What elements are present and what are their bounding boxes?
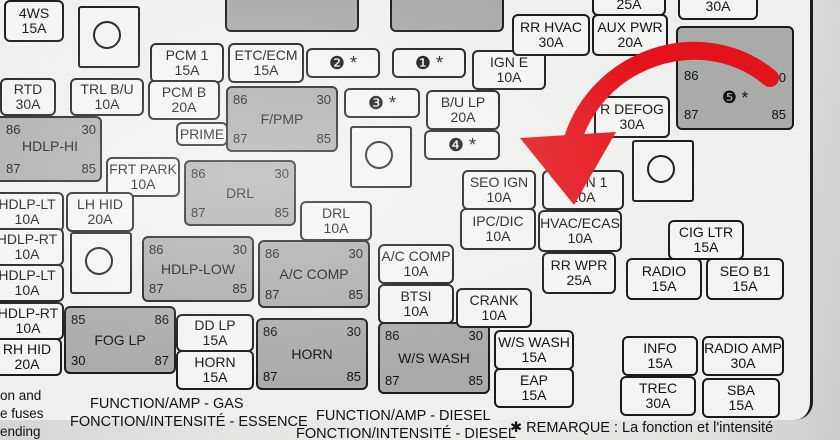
footer-diesel-line1: FUNCTION/AMP - DIESEL <box>316 408 491 424</box>
footer-gas-line1: FUNCTION/AMP - GAS <box>90 396 244 412</box>
relay-hdlp-low: 86 30 HDLP-LOW 87 85 <box>142 236 254 302</box>
top-relay-block-right <box>390 0 504 32</box>
fuse-prime: PRIME <box>176 122 228 146</box>
relay-ws-wash: 86 30 W/S WASH 87 85 <box>378 322 490 394</box>
relay-horn: 86 30 HORN 87 85 <box>256 318 368 390</box>
fuse-3: ❸ * <box>344 88 420 118</box>
fuse-top-30a: 30A <box>678 0 758 20</box>
relay-hdlp-hi: 86 30 87 85 <box>0 116 102 182</box>
footer-gas-line2: FONCTION/INTENSITÉ - ESSENCE <box>70 414 308 430</box>
mounting-hole <box>70 232 132 294</box>
relay-fog-lp: 85 86 FOG LP 30 87 <box>64 306 176 374</box>
fuse-4: ❹ * <box>424 130 500 160</box>
fuse-hdlp-hi-label: HDLP-HI <box>21 137 78 154</box>
footer-left-3: ending <box>0 424 41 439</box>
fuse-2: ❷ * <box>306 48 380 78</box>
footer-left-1: on and <box>0 388 42 403</box>
fuse-top-25a: 25A <box>592 0 666 16</box>
mounting-hole <box>350 126 412 188</box>
footer-diesel-line2: FONCTION/INTENSITÉ - DIESEL <box>296 426 516 440</box>
relay-5: 86 30 ❺ * 87 85 <box>676 26 794 130</box>
mounting-hole <box>632 140 694 202</box>
relay-fpmp: 86 30 F/PMP 87 85 <box>226 86 338 152</box>
relay-drl: 86 30 DRL 87 85 <box>184 160 296 226</box>
relay-ac-comp: 86 30 A/C COMP 87 85 <box>258 240 370 308</box>
fuse-1: ❶ * <box>392 48 466 78</box>
mounting-hole <box>78 6 140 68</box>
footer-remark: ✱ REMARQUE : La fonction et l'intensité <box>510 420 774 436</box>
footer-left-2: e fuses <box>0 406 44 421</box>
top-relay-block-left <box>225 0 359 32</box>
